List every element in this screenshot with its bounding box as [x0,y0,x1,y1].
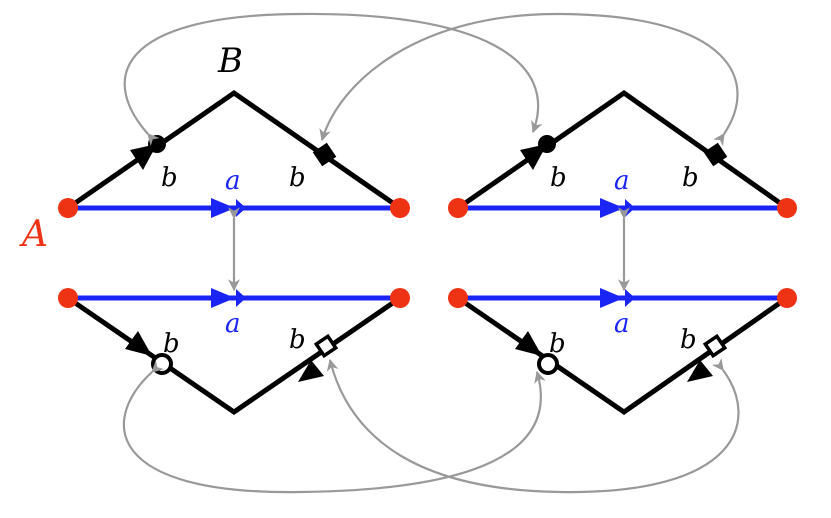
red-vertex [58,198,78,218]
black-arrow-head [515,331,542,356]
black-arrow-head [520,144,547,170]
filled-square-marker [703,142,728,167]
hollow-square-marker [702,333,728,359]
black-arrow-head [130,144,157,170]
label-b: b [161,163,178,193]
gluing-arrows [122,12,740,494]
red-vertex [448,288,468,308]
blue-flag-marker [236,199,246,217]
right-top-block: b b a [448,89,797,218]
gray-arc-bottom-left-to-right [122,360,546,494]
black-edge [66,89,402,211]
label-a: a [225,166,241,196]
black-edge [456,89,789,211]
label-a: a [614,166,630,196]
filled-circle-marker [148,135,166,153]
label-b: b [680,325,697,355]
filled-square-marker [312,142,337,167]
red-vertex [58,288,78,308]
hollow-square-marker [313,333,339,359]
label-b: b [289,325,306,355]
label-b: b [163,329,180,359]
red-vertex [390,198,410,218]
blue-flag-marker [625,289,635,307]
blue-flag-marker [625,199,635,217]
red-vertex [777,198,797,218]
filled-circle-marker [538,135,556,153]
gray-arc-bottom-right-to-left [326,357,740,494]
red-vertex [777,288,797,308]
right-bottom-block: a b b [448,288,797,416]
blue-arrow-head [600,288,624,308]
red-vertex [390,288,410,308]
label-a: a [225,309,241,339]
blue-arrow-head [211,288,235,308]
left-bottom-block: a b b [58,288,410,416]
blue-arrow-head [600,198,624,218]
label-B: B [217,41,243,81]
gray-arc-top-left-to-right [123,12,543,147]
label-b: b [549,329,566,359]
black-arrow-head [125,331,152,356]
label-b: b [550,163,567,193]
gray-arc-top-right-to-left [319,12,739,147]
blue-flag-marker [236,289,246,307]
blue-arrow-head [211,198,235,218]
label-b: b [289,163,306,193]
black-edge [456,295,789,416]
red-vertex [448,198,468,218]
black-edge [66,295,402,416]
label-a: a [614,309,630,339]
label-b: b [682,163,699,193]
label-A: A [19,214,48,255]
left-top-block: B b b a A [19,41,410,255]
